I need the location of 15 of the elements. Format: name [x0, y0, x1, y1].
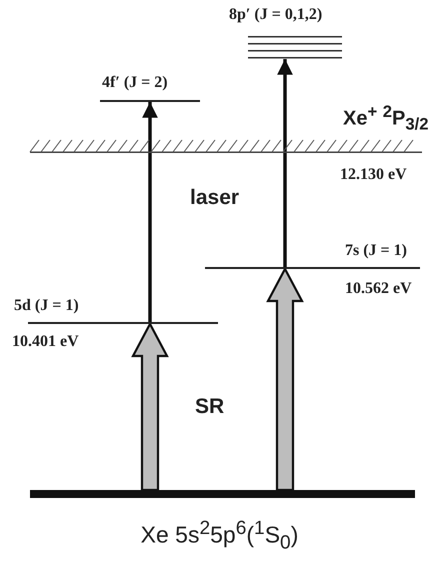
level-label: 5d (J = 1): [14, 297, 79, 315]
level-label: 8p′ (J = 0,1,2): [229, 6, 322, 24]
block-arrow: [266, 266, 304, 492]
block-arrow: [131, 322, 169, 492]
ground-state-label: Xe 5s$^{2}$5p$^{6}$($^{1}$S$_{0}$): [140, 518, 300, 554]
arrow: [142, 102, 158, 322]
level-label: 7s (J = 1): [345, 242, 407, 260]
level-label: 4f′ (J = 2): [102, 74, 168, 92]
energy-value: 10.401 eV: [12, 333, 79, 351]
arrow: [277, 59, 293, 267]
transition-label: SR: [195, 395, 224, 419]
energy-value: 10.562 eV: [345, 280, 412, 298]
level-label: Xe$^{+}$ $^{2}$P$_{3/2}$: [343, 102, 429, 135]
energy-value: 12.130 eV: [340, 166, 407, 184]
transition-label: laser: [190, 186, 240, 210]
